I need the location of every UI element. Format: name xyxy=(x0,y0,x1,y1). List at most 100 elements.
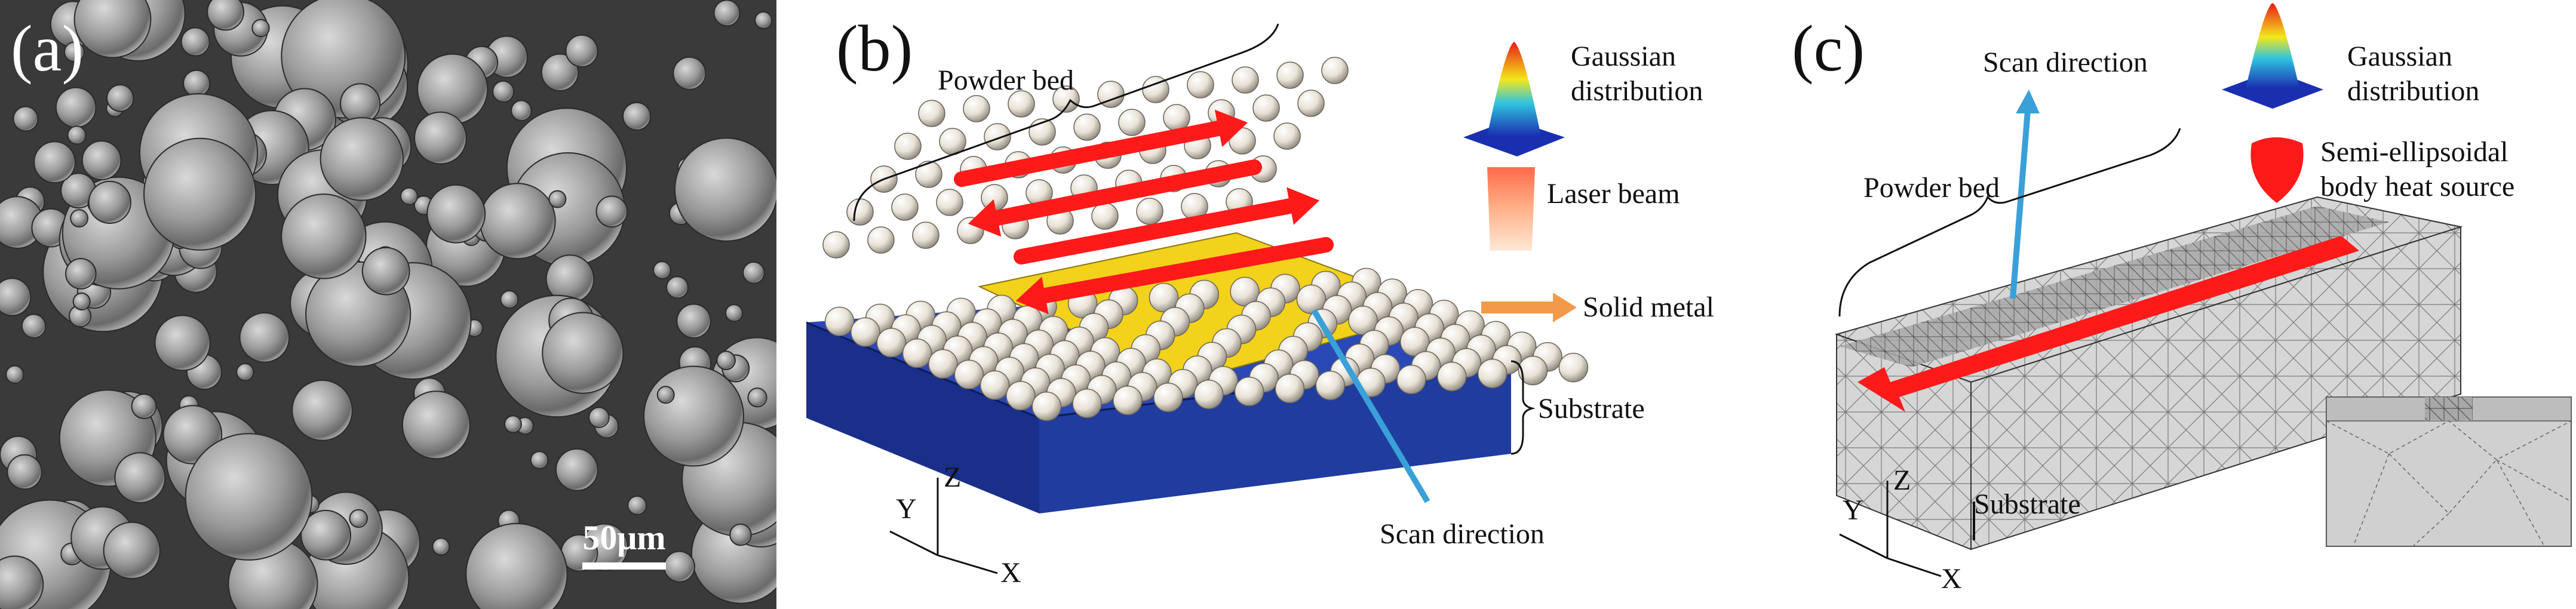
powder-ball xyxy=(954,359,984,390)
substrate-left-face xyxy=(806,322,1039,513)
scan-arrowhead xyxy=(1214,109,1248,147)
powder-ball xyxy=(1518,355,1548,386)
powder-ball xyxy=(824,306,855,337)
powder-ball xyxy=(1193,379,1224,410)
powder-ball xyxy=(1315,370,1346,401)
powder-particle xyxy=(0,278,32,316)
powder-ball xyxy=(1273,122,1301,150)
scan-arrowhead xyxy=(1015,276,1049,315)
scan-arrow xyxy=(954,121,1226,187)
scan-direction-label: Scan direction xyxy=(1380,518,1545,550)
powder-ball xyxy=(822,231,850,259)
scan-direction-label: Scan direction xyxy=(1983,47,2148,78)
mesh-cross-section-inset xyxy=(2326,396,2572,547)
powder-particle xyxy=(627,496,647,515)
axis-z-label: Z xyxy=(1893,465,1911,496)
panel-b-label: (b) xyxy=(836,12,913,85)
powder-ball xyxy=(1252,94,1280,122)
powder-particle xyxy=(236,363,254,382)
mesh-front-face xyxy=(1970,226,2461,550)
powder-particle xyxy=(103,521,161,580)
substrate-brace xyxy=(1510,360,1536,455)
powder-particle xyxy=(492,80,515,103)
axis-x-label: X xyxy=(1941,563,1962,595)
powder-particles xyxy=(0,0,776,609)
powder-particle xyxy=(21,313,47,339)
powder-particle xyxy=(479,183,556,260)
powder-ball xyxy=(1230,276,1260,307)
panel-a: 50μm (a) xyxy=(0,0,776,609)
powder-ball xyxy=(1321,57,1349,84)
powder-ball xyxy=(963,95,990,122)
powder-ball xyxy=(1052,85,1080,113)
powder-ball xyxy=(1296,284,1327,314)
gaussian-label-line1: Gaussian xyxy=(1571,41,1676,72)
scan-path-arrows xyxy=(954,109,1334,315)
powder-ball xyxy=(1142,76,1169,103)
powder-particle xyxy=(716,350,736,371)
substrate-label: Substrate xyxy=(1974,488,2081,520)
powder-particle xyxy=(281,193,367,279)
powder-ball xyxy=(867,226,895,254)
gaussian-label-line2: distribution xyxy=(1571,75,1703,107)
axis-y-label: Y xyxy=(896,493,917,525)
powder-particle xyxy=(361,247,410,296)
powder-particle xyxy=(747,387,767,408)
heat-source-label-line2: body heat source xyxy=(2320,171,2514,202)
powder-ball xyxy=(1396,364,1426,395)
powder-particle xyxy=(300,509,351,561)
powder-particle xyxy=(588,407,610,429)
powder-particle xyxy=(676,303,711,339)
powder-particle xyxy=(320,117,404,201)
powder-ball xyxy=(1031,391,1062,422)
powder-particle xyxy=(664,550,695,583)
powder-particle xyxy=(5,365,24,384)
powder-bed-brace xyxy=(1838,128,2181,317)
powder-bed-brace xyxy=(853,23,1279,222)
panel-c: Scan direction Powder bed Gaussian distr… xyxy=(1720,0,2576,609)
powder-particle xyxy=(88,180,131,224)
powder-particle xyxy=(143,137,257,251)
powder-particle xyxy=(548,190,567,208)
powder-ball xyxy=(984,123,1011,150)
coordinate-axes xyxy=(889,478,998,574)
gaussian-distribution-icon xyxy=(1463,42,1565,156)
powder-ball xyxy=(1234,376,1264,407)
powder-ball xyxy=(928,349,958,379)
powder-bed-schematic: Laser beam Gaussian distribution Solid m… xyxy=(806,12,1714,589)
scan-arrow xyxy=(990,159,1262,226)
powder-particle xyxy=(541,53,579,91)
scan-arrowhead xyxy=(1287,187,1320,225)
scale-bar xyxy=(582,562,666,570)
fe-mesh-model: Scan direction Powder bed Gaussian distr… xyxy=(1792,3,2572,595)
powder-ball xyxy=(902,338,932,368)
powder-particle xyxy=(426,184,486,244)
powder-bed-label: Powder bed xyxy=(1863,172,2000,204)
powder-particle xyxy=(13,106,39,132)
powder-ball xyxy=(1558,352,1589,383)
powder-particle xyxy=(291,379,353,441)
powder-particle xyxy=(500,290,519,309)
solid-metal-label: Solid metal xyxy=(1583,291,1714,323)
powder-particle xyxy=(239,312,290,363)
laser-beam-label: Laser beam xyxy=(1547,178,1680,210)
substrate-front-face xyxy=(1039,358,1511,513)
scan-direction-arrowhead xyxy=(2016,90,2040,113)
powder-balls xyxy=(822,57,1589,422)
scan-direction-line xyxy=(1311,309,1430,503)
powder-particle xyxy=(666,276,689,299)
powder-particle xyxy=(432,537,450,556)
powder-particle xyxy=(401,390,471,460)
substrate-label: Substrate xyxy=(1538,393,1645,425)
powder-ball xyxy=(851,317,880,347)
powder-ball xyxy=(1232,66,1259,94)
powder-particle xyxy=(67,125,87,145)
powder-ball xyxy=(891,193,919,221)
powder-particle xyxy=(106,84,134,112)
powder-ball xyxy=(1275,373,1305,404)
powder-particle xyxy=(503,415,522,433)
powder-bed-label: Powder bed xyxy=(938,64,1074,96)
powder-ball xyxy=(894,133,922,160)
powder-particle xyxy=(742,261,765,284)
laser-beam xyxy=(1487,167,1535,251)
